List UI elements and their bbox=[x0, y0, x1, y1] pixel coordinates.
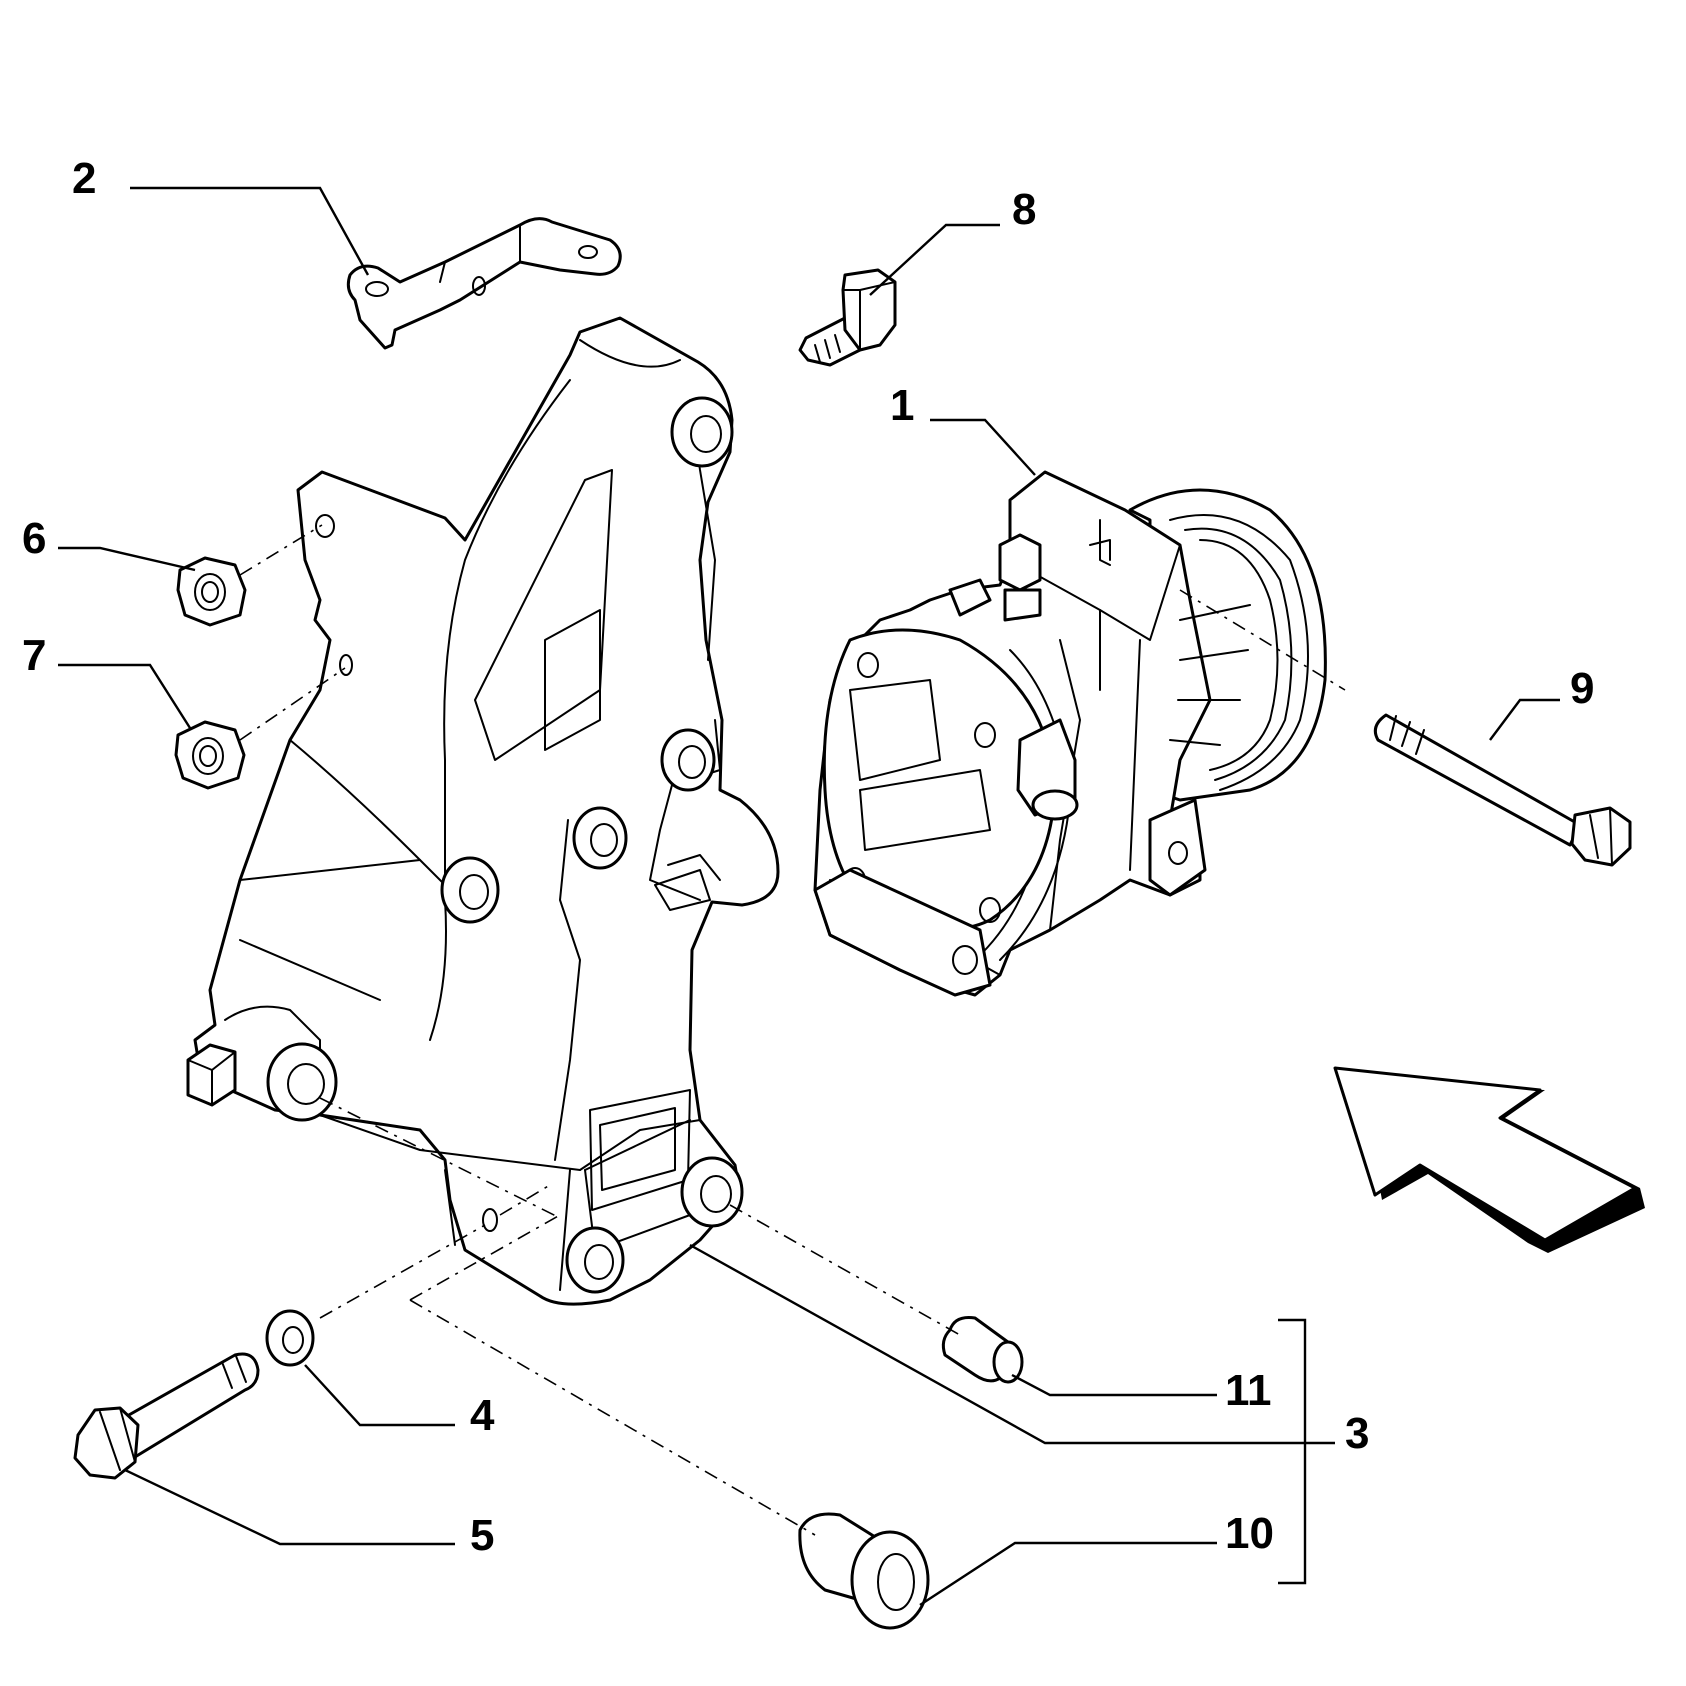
part-label-3: 3 bbox=[1345, 1409, 1369, 1458]
support-bracket-part[interactable] bbox=[186, 316, 780, 1306]
part-label-8: 8 bbox=[1012, 185, 1036, 234]
part-label-7: 7 bbox=[22, 631, 46, 680]
part-label-11: 11 bbox=[1225, 1366, 1272, 1415]
mounting-holes bbox=[266, 396, 744, 1294]
part-number-labels: 2 8 1 6 7 9 11 3 4 5 10 bbox=[22, 154, 1594, 1560]
nut-part-6[interactable] bbox=[176, 556, 247, 627]
bracket-plate-part[interactable] bbox=[346, 217, 622, 350]
part-label-1: 1 bbox=[890, 381, 914, 430]
part-label-9: 9 bbox=[1570, 664, 1594, 713]
compressor-part[interactable] bbox=[813, 470, 1327, 997]
bolt-part-5[interactable] bbox=[73, 1352, 260, 1480]
assembly-center-lines bbox=[239, 524, 1346, 1536]
short-bolt-part[interactable] bbox=[798, 268, 897, 367]
nut-part-7[interactable] bbox=[174, 720, 246, 790]
part-label-6: 6 bbox=[22, 514, 46, 563]
part-label-2: 2 bbox=[72, 154, 96, 203]
arrow-icon bbox=[1333, 1066, 1645, 1253]
part-label-4: 4 bbox=[470, 1391, 495, 1440]
leader-lines bbox=[58, 186, 1560, 1607]
part-label-5: 5 bbox=[470, 1511, 494, 1560]
long-bolt-part[interactable] bbox=[1373, 713, 1632, 867]
bushing-part[interactable] bbox=[798, 1512, 930, 1630]
washer-part[interactable] bbox=[265, 1309, 315, 1367]
part-label-10: 10 bbox=[1225, 1509, 1274, 1558]
sleeve-part[interactable] bbox=[941, 1316, 1024, 1384]
